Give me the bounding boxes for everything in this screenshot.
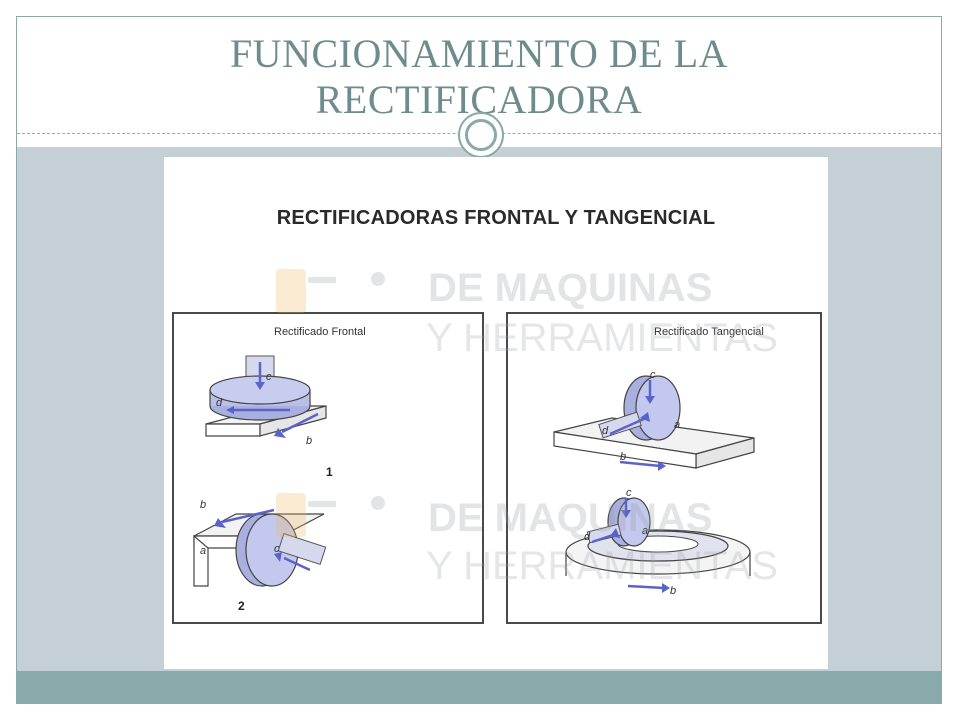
arrow-b-icon — [627, 584, 665, 590]
workpiece-front — [205, 423, 261, 437]
frontal-drawing: c d b 1 b a c 2 — [193, 355, 333, 613]
letter-d: d — [584, 531, 591, 543]
tangential-drawing: c d a b c d a b — [553, 369, 755, 597]
arrow-b-icon — [619, 460, 661, 468]
slide-title: FUNCIONAMIENTO DE LA RECTIFICADORA — [17, 31, 941, 123]
diagram-image: RECTIFICADORAS FRONTAL Y TANGENCIAL Rect… — [164, 157, 828, 669]
letter-c: c — [650, 369, 656, 381]
letter-d: d — [602, 425, 609, 437]
panel-frontal: Rectificado Frontal c d b 1 — [172, 312, 484, 624]
letter-d: d — [216, 397, 223, 409]
watermark-line-1: DE MAQUINAS — [428, 266, 712, 310]
letter-a: a — [200, 545, 206, 557]
figure-number-1: 1 — [326, 465, 333, 479]
letter-b: b — [620, 451, 626, 463]
panel-tangential-label: Rectificado Tangencial — [654, 326, 764, 338]
arrow-b-icon — [281, 412, 319, 434]
decorative-circle-inner — [465, 119, 497, 151]
footer-band — [17, 671, 941, 704]
figure-heading: RECTIFICADORAS FRONTAL Y TANGENCIAL — [276, 207, 716, 229]
watermark-logo-icon — [276, 269, 385, 313]
letter-c: c — [274, 543, 280, 555]
panel-tangential: Rectificado Tangencial c d a b — [506, 312, 822, 624]
panel-frontal-label: Rectificado Frontal — [274, 326, 366, 338]
decorative-circle-icon — [458, 112, 504, 158]
figure-number-2: 2 — [238, 599, 245, 613]
arrow-c-icon — [283, 556, 311, 572]
letter-c: c — [266, 371, 272, 383]
letter-a: a — [674, 419, 680, 431]
arrow-b-icon — [221, 508, 275, 524]
slide-title-line-1: FUNCIONAMIENTO DE LA — [229, 31, 729, 76]
letter-c: c — [626, 487, 632, 499]
letter-b: b — [200, 499, 206, 511]
arrow-d-icon — [609, 416, 647, 436]
letter-a: a — [642, 525, 648, 537]
letter-b: b — [670, 585, 676, 597]
letter-b: b — [306, 435, 312, 447]
